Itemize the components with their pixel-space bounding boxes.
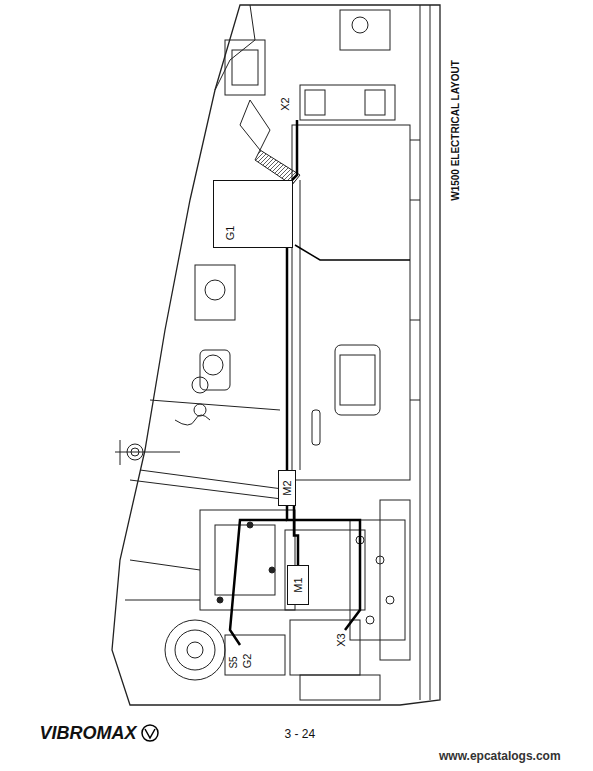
drawing-title: W1500 ELECTRICAL LAYOUT [449, 60, 460, 201]
component-label: M2 [281, 480, 293, 495]
wire [294, 506, 298, 565]
battery-box: G1 [213, 180, 293, 248]
component-label: G1 [224, 226, 236, 241]
component-box: M2 [278, 470, 296, 506]
brand-logo: VIBROMAX [40, 723, 137, 744]
component-label: S5 [228, 656, 239, 668]
wire [286, 248, 289, 470]
component-box: M1 [287, 565, 309, 605]
connector-label: X3 [334, 633, 346, 646]
component-label: M1 [292, 577, 304, 592]
connector-label: X2 [278, 97, 290, 110]
page-number: 3 - 24 [285, 727, 316, 741]
component-label: G2 [241, 654, 253, 669]
watermark: www.epcatalogs.com [439, 749, 561, 763]
